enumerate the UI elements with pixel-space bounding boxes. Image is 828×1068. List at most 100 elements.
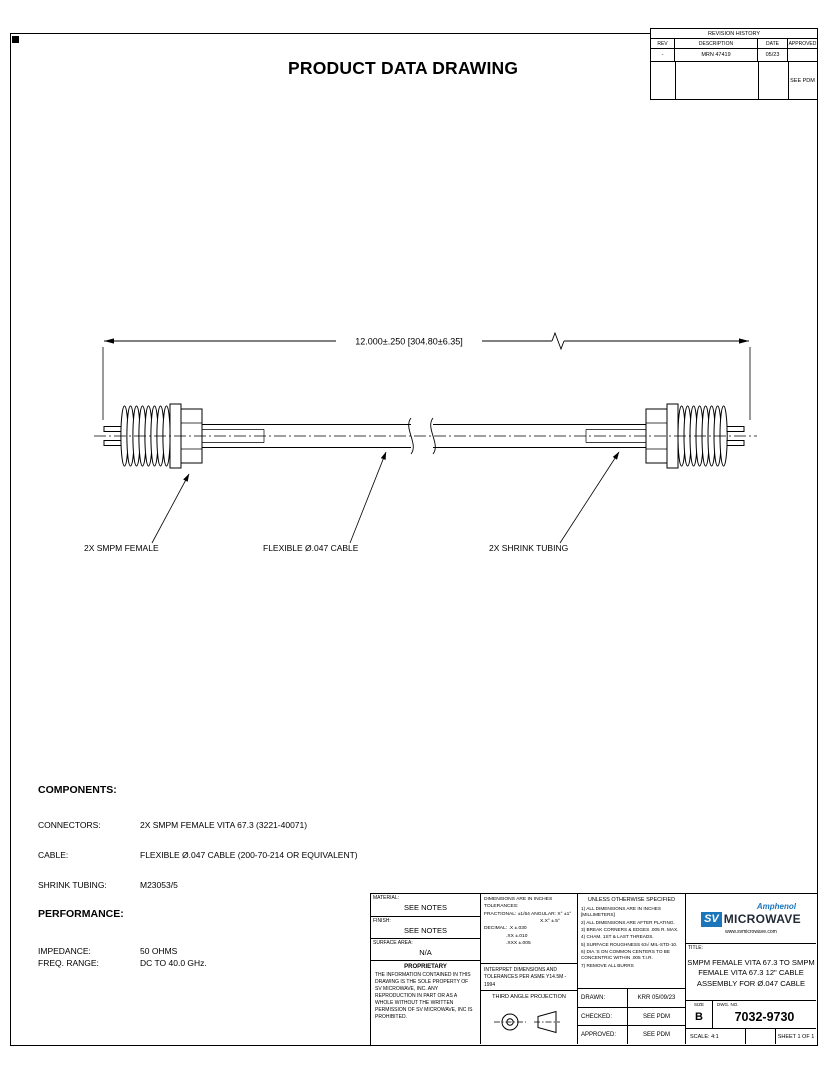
sv-logo-icon: SV [701,911,722,927]
connector-left-detail [181,422,202,450]
third-angle-projection-label: THIRD ANGLE PROJECTION [492,994,566,1000]
size-value: B [695,1011,703,1023]
proprietary-title: PROPRIETARY [404,964,447,970]
microwave-wordmark: MICROWAVE [723,912,801,926]
connector-right-detail [646,422,667,450]
performance-label: IMPEDANCE: [38,946,91,956]
component-value: M23053/5 [140,880,178,890]
amphenol-brand: Amphenol [756,901,796,911]
spec-note: 5) SURFACE ROUGHNESS 63√ MIL-STD-10. [581,941,678,947]
company-logo-cell: Amphenol SV MICROWAVE www.svmicrowave.co… [686,894,816,944]
cable-body [202,417,648,455]
drawing-title-line: FEMALE VITA 67.3 12" CABLE [698,968,804,978]
date-header: DATE [758,39,788,49]
tolerances-cell: DIMENSIONS ARE IN INCHES TOLERANCES: FRA… [481,894,578,964]
table-gridline [758,62,759,99]
label-smpm-female: 2X SMPM FEMALE [84,543,159,553]
spec-note: 6) DIA.'S ON COMMON CENTERS TO BE CONCEN… [581,949,671,961]
date-value: 05/23 [758,49,788,62]
sv-microwave-logo: SV MICROWAVE [701,911,801,927]
approved-value [788,49,817,62]
approved-row: APPROVED: SEE PDM [578,1026,686,1044]
size-dwg-row: SIZE B DWG. NO. 7032-9730 [686,1001,816,1029]
interpret-cell: INTERPRET DIMENSIONS AND TOLERANCES PER … [481,964,578,991]
description-header: DESCRIPTION [675,39,758,49]
rev-value: - [651,49,675,62]
sheet-cell: SHEET 1 OF 1 [777,1033,815,1040]
finish-value: SEE NOTES [404,925,447,935]
performance-row-impedance: IMPEDANCE: 50 OHMS [38,946,177,956]
tolerance-line: .XXX ±.005 [506,941,531,947]
material-cell: MATERIAL: SEE NOTES [371,894,481,917]
checked-row: CHECKED: SEE PDM [578,1008,686,1026]
spec-note: 7) REMOVE ALL BURRS [581,962,634,968]
components-heading: COMPONENTS: [38,784,117,796]
scale-cell: SCALE: 4:1 [686,1029,746,1044]
revision-history-table: REVISION HISTORY REV DESCRIPTION DATE AP… [650,28,818,100]
proprietary-cell: PROPRIETARY THE INFORMATION CONTAINED IN… [371,961,481,1044]
tolerance-line: FRACTIONAL: ±1/64 ANGULAR: X° ±1° [484,911,572,917]
projection-cell: THIRD ANGLE PROJECTION [481,991,578,1044]
performance-label: FREQ. RANGE: [38,958,99,968]
component-label: CONNECTORS: [38,820,101,830]
size-label: SIZE [693,1002,705,1007]
surface-area-value: N/A [419,947,432,957]
approved-value: SEE PDM [642,1032,670,1038]
dwg-no-cell: DWG. NO. 7032-9730 [713,1001,816,1029]
dimension-group [102,331,751,420]
approved-label: APPROVED: [578,1026,628,1044]
checked-label: CHECKED: [578,1008,628,1025]
page-title: PRODUCT DATA DRAWING [288,58,519,78]
size-cell: SIZE B [686,1001,713,1029]
drawing-title-line: ASSEMBLY FOR Ø.047 CABLE [696,978,806,988]
unless-header: UNLESS OTHERWISE SPECIFIED [587,897,676,903]
surface-area-cell: SURFACE AREA: N/A [371,939,481,961]
corner-mark [12,36,19,43]
drawing-title-line: SMPM FEMALE VITA 67.3 TO SMPM [687,958,815,968]
title-label: TITLE: [688,945,704,951]
drawn-row: DRAWN: KRR 05/09/23 [578,989,686,1008]
performance-heading: PERFORMANCE: [38,908,124,920]
dwg-no-label: DWG. NO. [717,1002,739,1007]
dimension-arrows [104,338,749,344]
component-row-shrink-tubing: SHRINK TUBING: M23053/5 [38,880,178,890]
leader-lines [151,451,620,544]
scale-sheet-row: SCALE: 4:1 SHEET 1 OF 1 [686,1029,816,1044]
title-block: MATERIAL: SEE NOTES FINISH: SEE NOTES SU… [370,893,818,1046]
component-label: SHRINK TUBING: [38,880,107,890]
finish-cell: FINISH: SEE NOTES [371,917,481,939]
component-row-connectors: CONNECTORS: 2X SMPM FEMALE VITA 67.3 (322… [38,820,307,830]
spacer-cell [746,1029,776,1044]
table-gridline [788,62,789,99]
drawn-label: DRAWN: [578,989,628,1007]
drawn-value: KRR 05/09/23 [637,995,676,1001]
revision-table-title: REVISION HISTORY [651,29,817,39]
rev-header: REV [651,39,675,49]
drawing-title-cell: TITLE: SMPM FEMALE VITA 67.3 TO SMPM FEM… [686,944,816,1001]
tolerance-line: X.X° ±.5° [540,919,560,925]
material-label: MATERIAL: [373,895,400,901]
spec-note: 1) ALL DIMENSIONS ARE IN INCHES [MILLIME… [581,906,662,918]
description-value: MRN 47419 [675,49,758,62]
third-angle-projection-icon [493,1010,560,1034]
label-flexible-cable: FLEXIBLE Ø.047 CABLE [263,543,359,553]
label-shrink-tubing: 2X SHRINK TUBING [489,543,568,553]
unless-otherwise-specified-cell: UNLESS OTHERWISE SPECIFIED 1) ALL DIMENS… [578,894,686,989]
proprietary-text: THE INFORMATION CONTAINED IN THIS DRAWIN… [375,972,473,1020]
tolerance-line: DECIMAL: .X ±.030 [484,926,527,932]
dwg-no-value: 7032-9730 [734,1010,795,1024]
interpret-text: INTERPRET DIMENSIONS AND TOLERANCES PER … [484,967,567,988]
approved-header: APPROVED [788,39,817,49]
component-row-cable: CABLE: FLEXIBLE Ø.047 CABLE (200-70-214 O… [38,850,358,860]
finish-label: FINISH: [373,918,391,924]
component-value: FLEXIBLE Ø.047 CABLE (200-70-214 OR EQUI… [140,850,358,860]
performance-row-freq-range: FREQ. RANGE:DC TO 40.0 GHz. [38,958,207,968]
component-value: 2X SMPM FEMALE VITA 67.3 (3221-40071) [140,820,308,830]
component-label: CABLE: [38,850,69,860]
performance-value: 50 OHMS [140,946,178,956]
surface-area-label: SURFACE AREA: [373,940,413,946]
approved-see-pdm: SEE PDM [790,77,815,84]
spec-note: 4) CHAM. 1ST & LAST THREADS. [581,934,654,940]
